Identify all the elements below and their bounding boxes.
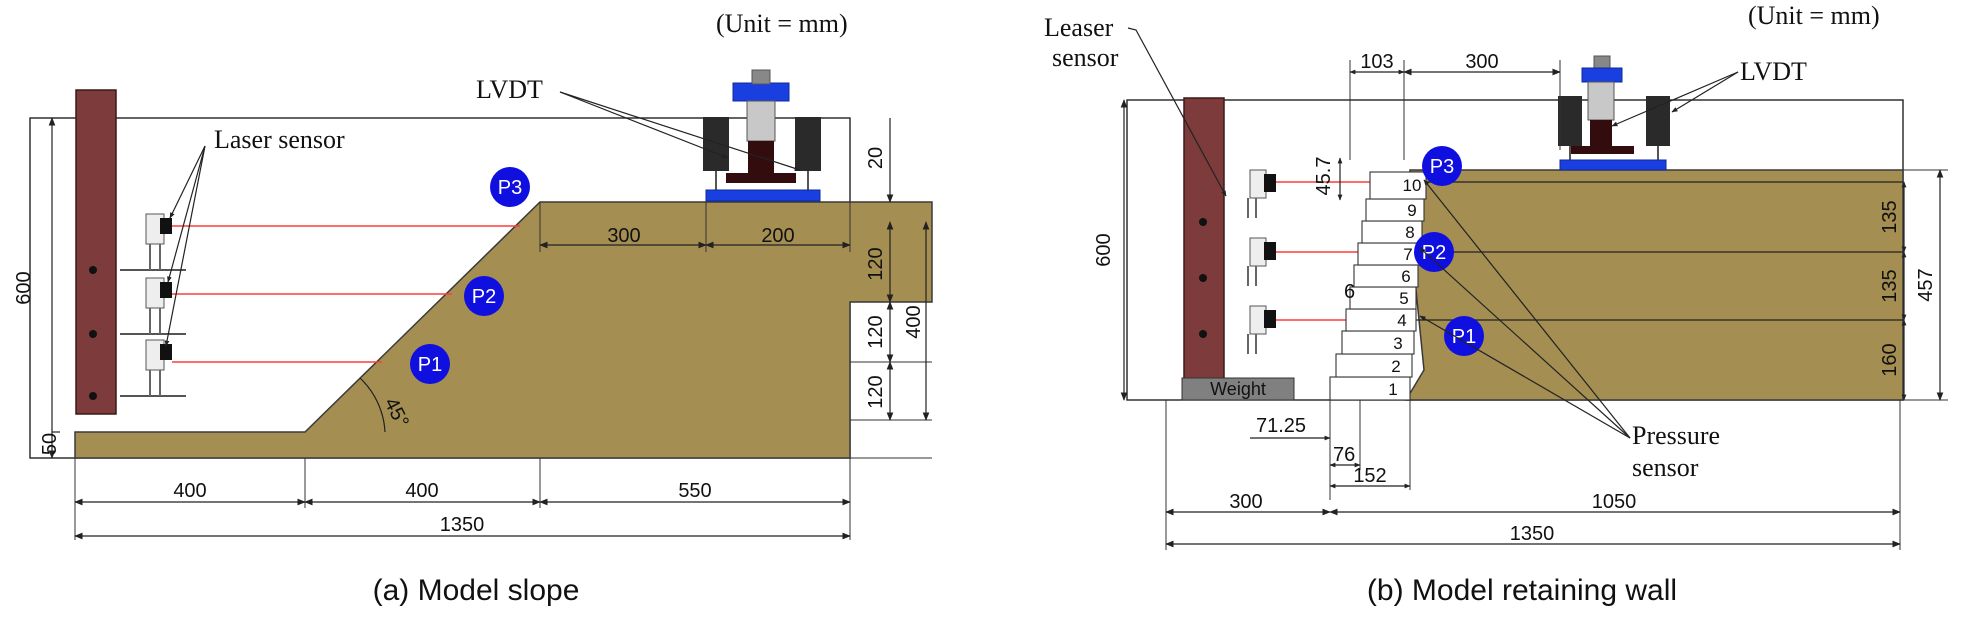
dim-crest-300: 300: [607, 225, 640, 247]
dim-base-50: 50: [39, 433, 61, 455]
lvdt-right-body-b: [1646, 96, 1670, 146]
dim-slope-400: 400: [903, 305, 925, 338]
lvdt-label-a: LVDT: [476, 75, 543, 104]
point-p2-a: P2: [464, 276, 504, 316]
dim-71-25: 71.25: [1256, 415, 1306, 437]
lvdt-left-body-b: [1558, 96, 1582, 146]
panel-b-retaining-wall: 1 2 3 4 5 6 7 8 9 10 Weight (Unit =: [1044, 1, 1948, 607]
loading-frame-b: [1558, 55, 1670, 171]
loading-frame: [703, 69, 821, 202]
weight-block: [1181, 377, 1295, 401]
dim-152: 152: [1353, 465, 1386, 487]
dim-right-457: 457: [1915, 268, 1937, 301]
svg-text:3: 3: [1393, 334, 1402, 353]
dim-small-6: 6: [1344, 281, 1355, 303]
panel-a-model-slope: Laser sensor (Unit = mm) LVDT P3 P: [13, 9, 933, 607]
svg-text:P1: P1: [418, 354, 442, 376]
dim-top-300: 300: [1465, 51, 1498, 73]
pressure-sensor-label-line2: sensor: [1632, 453, 1699, 482]
dim-76: 76: [1333, 444, 1355, 466]
slope-angle-arc: [359, 377, 386, 433]
caption-a: (a) Model slope: [373, 574, 580, 607]
svg-text:P1: P1: [1452, 326, 1476, 348]
backfill-soil: [1404, 169, 1904, 401]
dim-layer-120-top: 120: [865, 247, 887, 280]
dim-bottom-300-b: 300: [1229, 491, 1262, 513]
block-3: [1341, 330, 1415, 355]
point-p1-b: P1: [1444, 316, 1484, 356]
dim-right-135-mid: 135: [1879, 269, 1901, 302]
svg-text:6: 6: [1401, 267, 1410, 286]
svg-text:4: 4: [1397, 311, 1406, 330]
svg-text:7: 7: [1403, 245, 1412, 264]
laser-sensor-label-b-line2: sensor: [1052, 43, 1119, 72]
dim-right-135-top: 135: [1879, 200, 1901, 233]
weight-label: Weight: [1210, 379, 1266, 399]
footing-plate: [705, 189, 821, 202]
dim-right-160: 160: [1879, 343, 1901, 376]
unit-label-b: (Unit = mm): [1748, 1, 1880, 30]
dim-total-1350-b: 1350: [1510, 523, 1555, 545]
point-p3-a: P3: [490, 167, 530, 207]
dim-layer-120-bottom: 120: [865, 375, 887, 408]
svg-text:P3: P3: [498, 177, 522, 199]
dim-height-600-a: 600: [13, 271, 35, 304]
laser-sensor-units-b: [1247, 169, 1276, 354]
laser-sensor-label: Laser sensor: [214, 125, 345, 154]
unit-label-a: (Unit = mm): [716, 9, 848, 38]
footing-plate-b: [1559, 159, 1667, 171]
svg-text:5: 5: [1399, 289, 1408, 308]
svg-text:P3: P3: [1430, 156, 1454, 178]
svg-text:8: 8: [1405, 223, 1414, 242]
svg-text:P2: P2: [1422, 242, 1446, 264]
svg-text:9: 9: [1407, 201, 1416, 220]
dim-bottom-1050: 1050: [1592, 491, 1637, 513]
laser-support-column: [75, 89, 117, 415]
point-p3-b: P3: [1422, 146, 1462, 186]
dim-bottom-400-mid: 400: [405, 480, 438, 502]
dim-total-1350-a: 1350: [440, 514, 485, 536]
svg-text:P2: P2: [472, 286, 496, 308]
lvdt-left-body: [703, 117, 729, 171]
svg-text:1: 1: [1388, 380, 1397, 399]
dim-small-45-7: 45.7: [1313, 157, 1335, 196]
svg-text:10: 10: [1403, 176, 1422, 195]
dim-height-600-b: 600: [1093, 233, 1115, 266]
dim-top-103: 103: [1360, 51, 1393, 73]
dim-footing-200: 200: [761, 225, 794, 247]
pressure-sensor-label-line1: Pressure: [1632, 421, 1720, 450]
soil-slope-body: [74, 201, 933, 459]
block-1: [1329, 376, 1411, 401]
point-p1-a: P1: [410, 344, 450, 384]
lvdt-right-body: [795, 117, 821, 171]
lvdt-label-b: LVDT: [1740, 57, 1807, 86]
caption-b: (b) Model retaining wall: [1367, 574, 1677, 607]
svg-text:2: 2: [1391, 357, 1400, 376]
retaining-wall-blocks: 1 2 3 4 5 6 7 8 9 10: [1329, 171, 1427, 401]
laser-sensor-units: [120, 213, 186, 397]
dim-layer-120-mid: 120: [865, 315, 887, 348]
point-p2-b: P2: [1414, 232, 1454, 272]
laser-sensor-label-b-line1: Leaser: [1044, 13, 1114, 42]
dim-bottom-550: 550: [678, 480, 711, 502]
dim-gap-20: 20: [865, 147, 887, 169]
dim-bottom-400-left: 400: [173, 480, 206, 502]
